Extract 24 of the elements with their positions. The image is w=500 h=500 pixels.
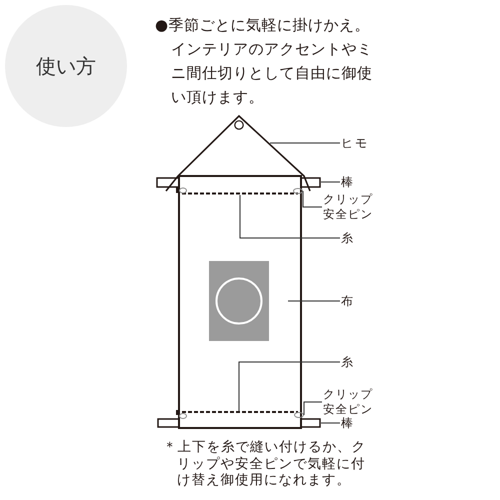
leader-line xyxy=(288,300,340,302)
part-label: 棒 xyxy=(341,415,355,431)
leader-line xyxy=(240,194,340,238)
leader-line xyxy=(302,190,322,208)
part-label: 糸 xyxy=(341,230,355,246)
part-label: 布 xyxy=(341,293,355,309)
part-label: クリップ安全ピン xyxy=(323,192,375,222)
safety-pin-clip xyxy=(293,188,303,194)
fabric-panel xyxy=(178,175,302,429)
stitch-line xyxy=(182,411,298,413)
hanging-cord xyxy=(165,114,311,192)
leader-line xyxy=(304,402,322,416)
part-label: 棒 xyxy=(341,174,355,190)
leader-line xyxy=(320,422,340,424)
safety-pin-clip xyxy=(294,412,304,418)
part-label: クリップ安全ピン xyxy=(323,387,375,417)
part-label: 糸 xyxy=(341,354,355,370)
leader-line xyxy=(238,362,340,412)
stitch-line xyxy=(182,192,298,194)
heading-badge: 使い方 xyxy=(5,5,127,127)
description-text: ●季節ごとに気軽に掛けかえ。インテリアのアクセントやミニ間仕切りとして自由に御使い頂けます。 xyxy=(155,15,374,108)
part-label: ヒモ xyxy=(341,135,369,151)
usage-note: ＊上下を糸で縫い付けるか、クリップや安全ピンで気軽に付け替え御使用になれます。 xyxy=(163,439,367,488)
leader-line xyxy=(270,142,340,144)
